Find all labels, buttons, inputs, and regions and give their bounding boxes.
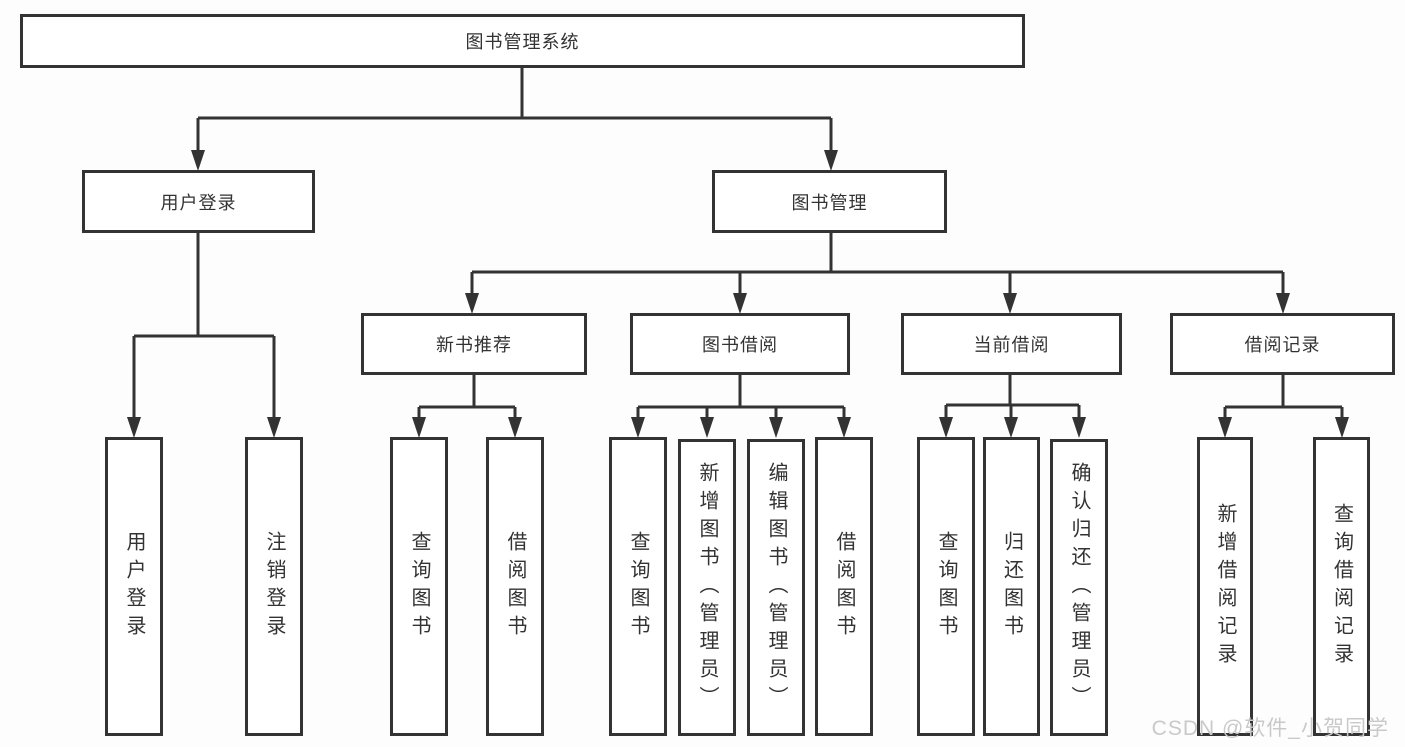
node-user-login: 用户登录 [82,170,315,233]
node-book-management: 图书管理 [712,170,947,233]
node-book-borrowing: 图书借阅 [630,313,850,375]
node-label: 查询图书 [408,530,430,643]
node-label: 图书借阅 [702,335,778,355]
leaf-confirm-return-admin: 确认归还（管理员） [1050,439,1108,736]
node-label: 借阅图书 [833,530,855,643]
node-current-borrowing: 当前借阅 [901,313,1122,375]
node-label: 当前借阅 [973,335,1050,355]
node-label: 注销登录 [263,530,285,643]
node-label: 图书管理 [791,192,868,213]
node-label: 借阅记录 [1244,335,1321,355]
leaf-logout: 注销登录 [245,437,303,736]
node-borrowing-records: 借阅记录 [1170,313,1395,375]
leaf-add-borrow-record: 新增借阅记录 [1197,437,1253,736]
leaf-borrow-books-borrowing: 借阅图书 [815,437,873,736]
leaf-query-books-recommend: 查询图书 [390,437,448,736]
leaf-edit-books-admin: 编辑图书（管理员） [747,439,805,736]
leaf-query-books-current: 查询图书 [917,437,975,736]
node-label: 编辑图书（管理员） [765,461,787,714]
node-label: 用户登录 [123,530,145,643]
node-label: 确认归还（管理员） [1068,461,1090,714]
node-label: 查询图书 [935,530,957,643]
node-label: 用户登录 [160,192,237,213]
leaf-add-books-admin: 新增图书（管理员） [678,439,736,736]
node-label: 查询图书 [627,530,649,643]
node-library-management-system: 图书管理系统 [20,14,1025,68]
node-label: 新书推荐 [436,335,512,355]
node-label: 归还图书 [1000,530,1023,643]
leaf-query-books-borrowing: 查询图书 [609,437,667,736]
node-label: 新增图书（管理员） [696,461,718,714]
node-new-book-recommendation: 新书推荐 [361,313,587,375]
node-label: 新增借阅记录 [1214,502,1236,671]
node-label: 查询借阅记录 [1330,502,1353,671]
leaf-query-borrow-record: 查询借阅记录 [1313,437,1370,736]
leaf-borrow-books-recommend: 借阅图书 [486,437,544,736]
arrowhead-icons [127,150,1349,438]
node-label: 借阅图书 [504,530,526,643]
node-label: 图书管理系统 [465,32,580,52]
csdn-watermark: CSDN @软件_小贺同学 [1151,717,1389,740]
leaf-return-books: 归还图书 [983,437,1040,736]
connector-lines [132,66,1344,421]
leaf-user-login: 用户登录 [105,437,163,736]
